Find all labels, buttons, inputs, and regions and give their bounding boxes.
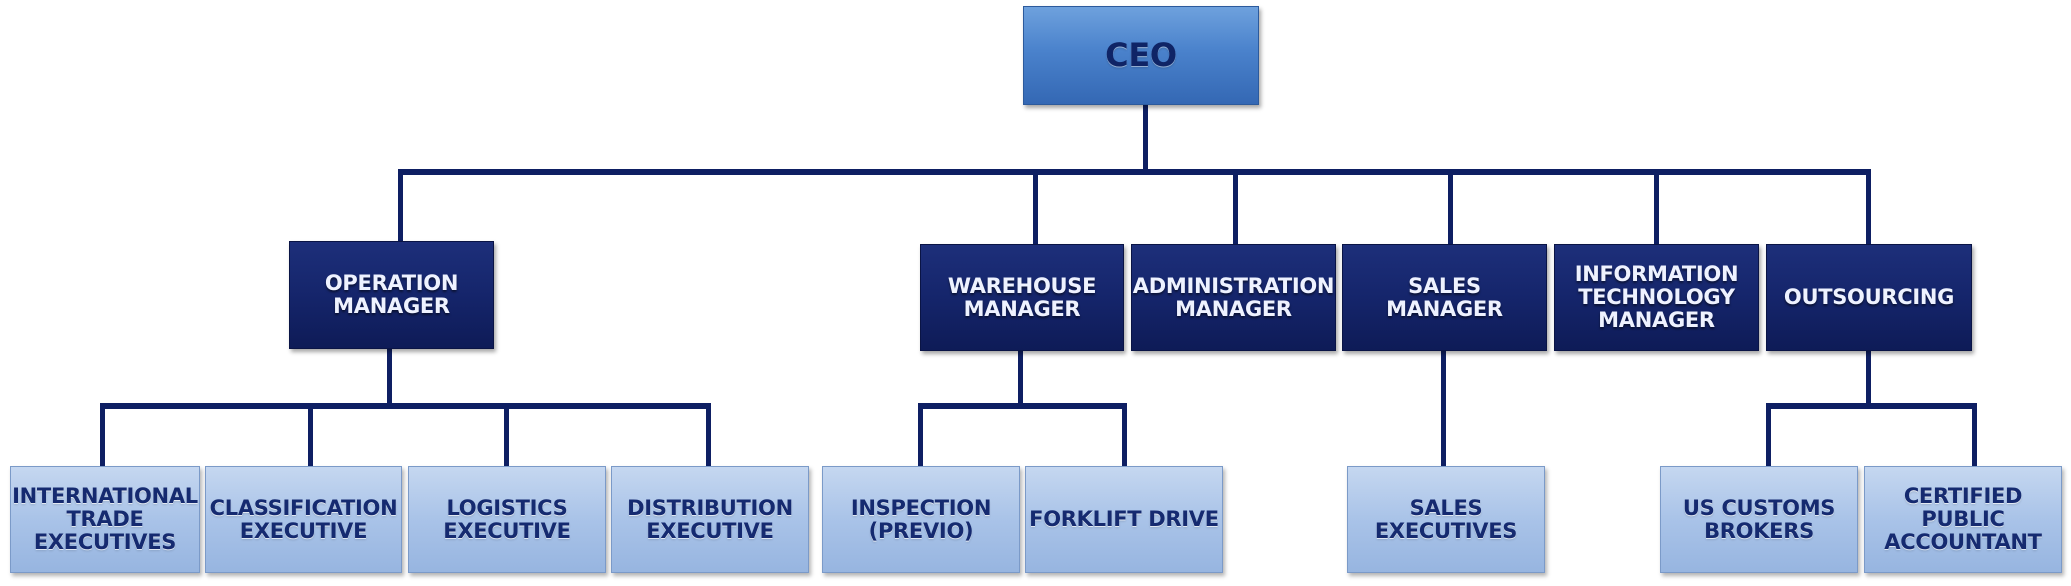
- node-label: US CUSTOMS BROKERS: [1682, 495, 1836, 543]
- connector-line: [918, 403, 1127, 409]
- node-label: INSPECTION (PREVIO): [850, 495, 992, 543]
- connector-line: [918, 404, 923, 468]
- node-distribution-executive: DISTRIBUTION EXECUTIVE: [611, 466, 809, 573]
- node-sales-executives: SALES EXECUTIVES: [1347, 466, 1545, 573]
- node-international-trade-executives: INTERNATIONAL TRADE EXECUTIVES: [10, 466, 200, 573]
- node-ceo: CEO: [1023, 6, 1259, 105]
- connector-line: [1766, 404, 1771, 468]
- connector-line: [1866, 170, 1871, 245]
- node-forklift-drive: FORKLIFT DRIVE: [1025, 466, 1223, 573]
- node-label: INTERNATIONAL TRADE EXECUTIVES: [12, 484, 198, 554]
- node-label: DISTRIBUTION EXECUTIVE: [627, 495, 793, 543]
- connector-line: [1866, 350, 1871, 406]
- connector-line: [1143, 104, 1148, 172]
- node-outsourcing: OUTSOURCING: [1766, 244, 1972, 351]
- node-inspection-previo: INSPECTION (PREVIO): [822, 466, 1020, 573]
- connector-line: [1654, 170, 1659, 245]
- node-label: SALES EXECUTIVES: [1374, 495, 1518, 543]
- node-us-customs-brokers: US CUSTOMS BROKERS: [1660, 466, 1858, 573]
- node-label: SALES MANAGER: [1386, 273, 1503, 321]
- node-label: INFORMATION TECHNOLOGY MANAGER: [1574, 262, 1739, 332]
- node-label: LOGISTICS EXECUTIVE: [443, 495, 571, 543]
- connector-line: [308, 404, 313, 468]
- connector-line: [387, 348, 392, 406]
- connector-line: [100, 404, 105, 468]
- node-label: WAREHOUSE MANAGER: [947, 273, 1097, 321]
- node-it-manager: INFORMATION TECHNOLOGY MANAGER: [1554, 244, 1759, 351]
- node-label: CERTIFIED PUBLIC ACCOUNTANT: [1884, 484, 2042, 554]
- connector-line: [398, 169, 1871, 175]
- connector-line: [1441, 350, 1446, 468]
- node-administration-manager: ADMINISTRATION MANAGER: [1131, 244, 1336, 351]
- node-label: OUTSOURCING: [1783, 285, 1955, 310]
- connector-line: [706, 404, 711, 468]
- connector-line: [1766, 403, 1977, 409]
- node-label: FORKLIFT DRIVE: [1029, 507, 1219, 532]
- connector-line: [398, 170, 403, 243]
- connector-line: [100, 403, 711, 409]
- node-label: ADMINISTRATION MANAGER: [1132, 273, 1335, 321]
- node-classification-executive: CLASSIFICATION EXECUTIVE: [205, 466, 402, 573]
- connector-line: [1448, 170, 1453, 245]
- connector-line: [1033, 170, 1038, 245]
- connector-line: [1233, 170, 1238, 245]
- node-label: OPERATION MANAGER: [324, 271, 459, 318]
- node-operation-manager: OPERATION MANAGER: [289, 241, 494, 349]
- node-warehouse-manager: WAREHOUSE MANAGER: [920, 244, 1124, 351]
- connector-line: [1122, 404, 1127, 468]
- node-label: CEO: [1105, 36, 1177, 75]
- node-logistics-executive: LOGISTICS EXECUTIVE: [408, 466, 606, 573]
- connector-line: [504, 404, 509, 468]
- node-sales-manager: SALES MANAGER: [1342, 244, 1547, 351]
- connector-line: [1018, 350, 1023, 406]
- node-certified-public-accountant: CERTIFIED PUBLIC ACCOUNTANT: [1864, 466, 2062, 573]
- connector-line: [1972, 404, 1977, 468]
- node-label: CLASSIFICATION EXECUTIVE: [209, 495, 398, 543]
